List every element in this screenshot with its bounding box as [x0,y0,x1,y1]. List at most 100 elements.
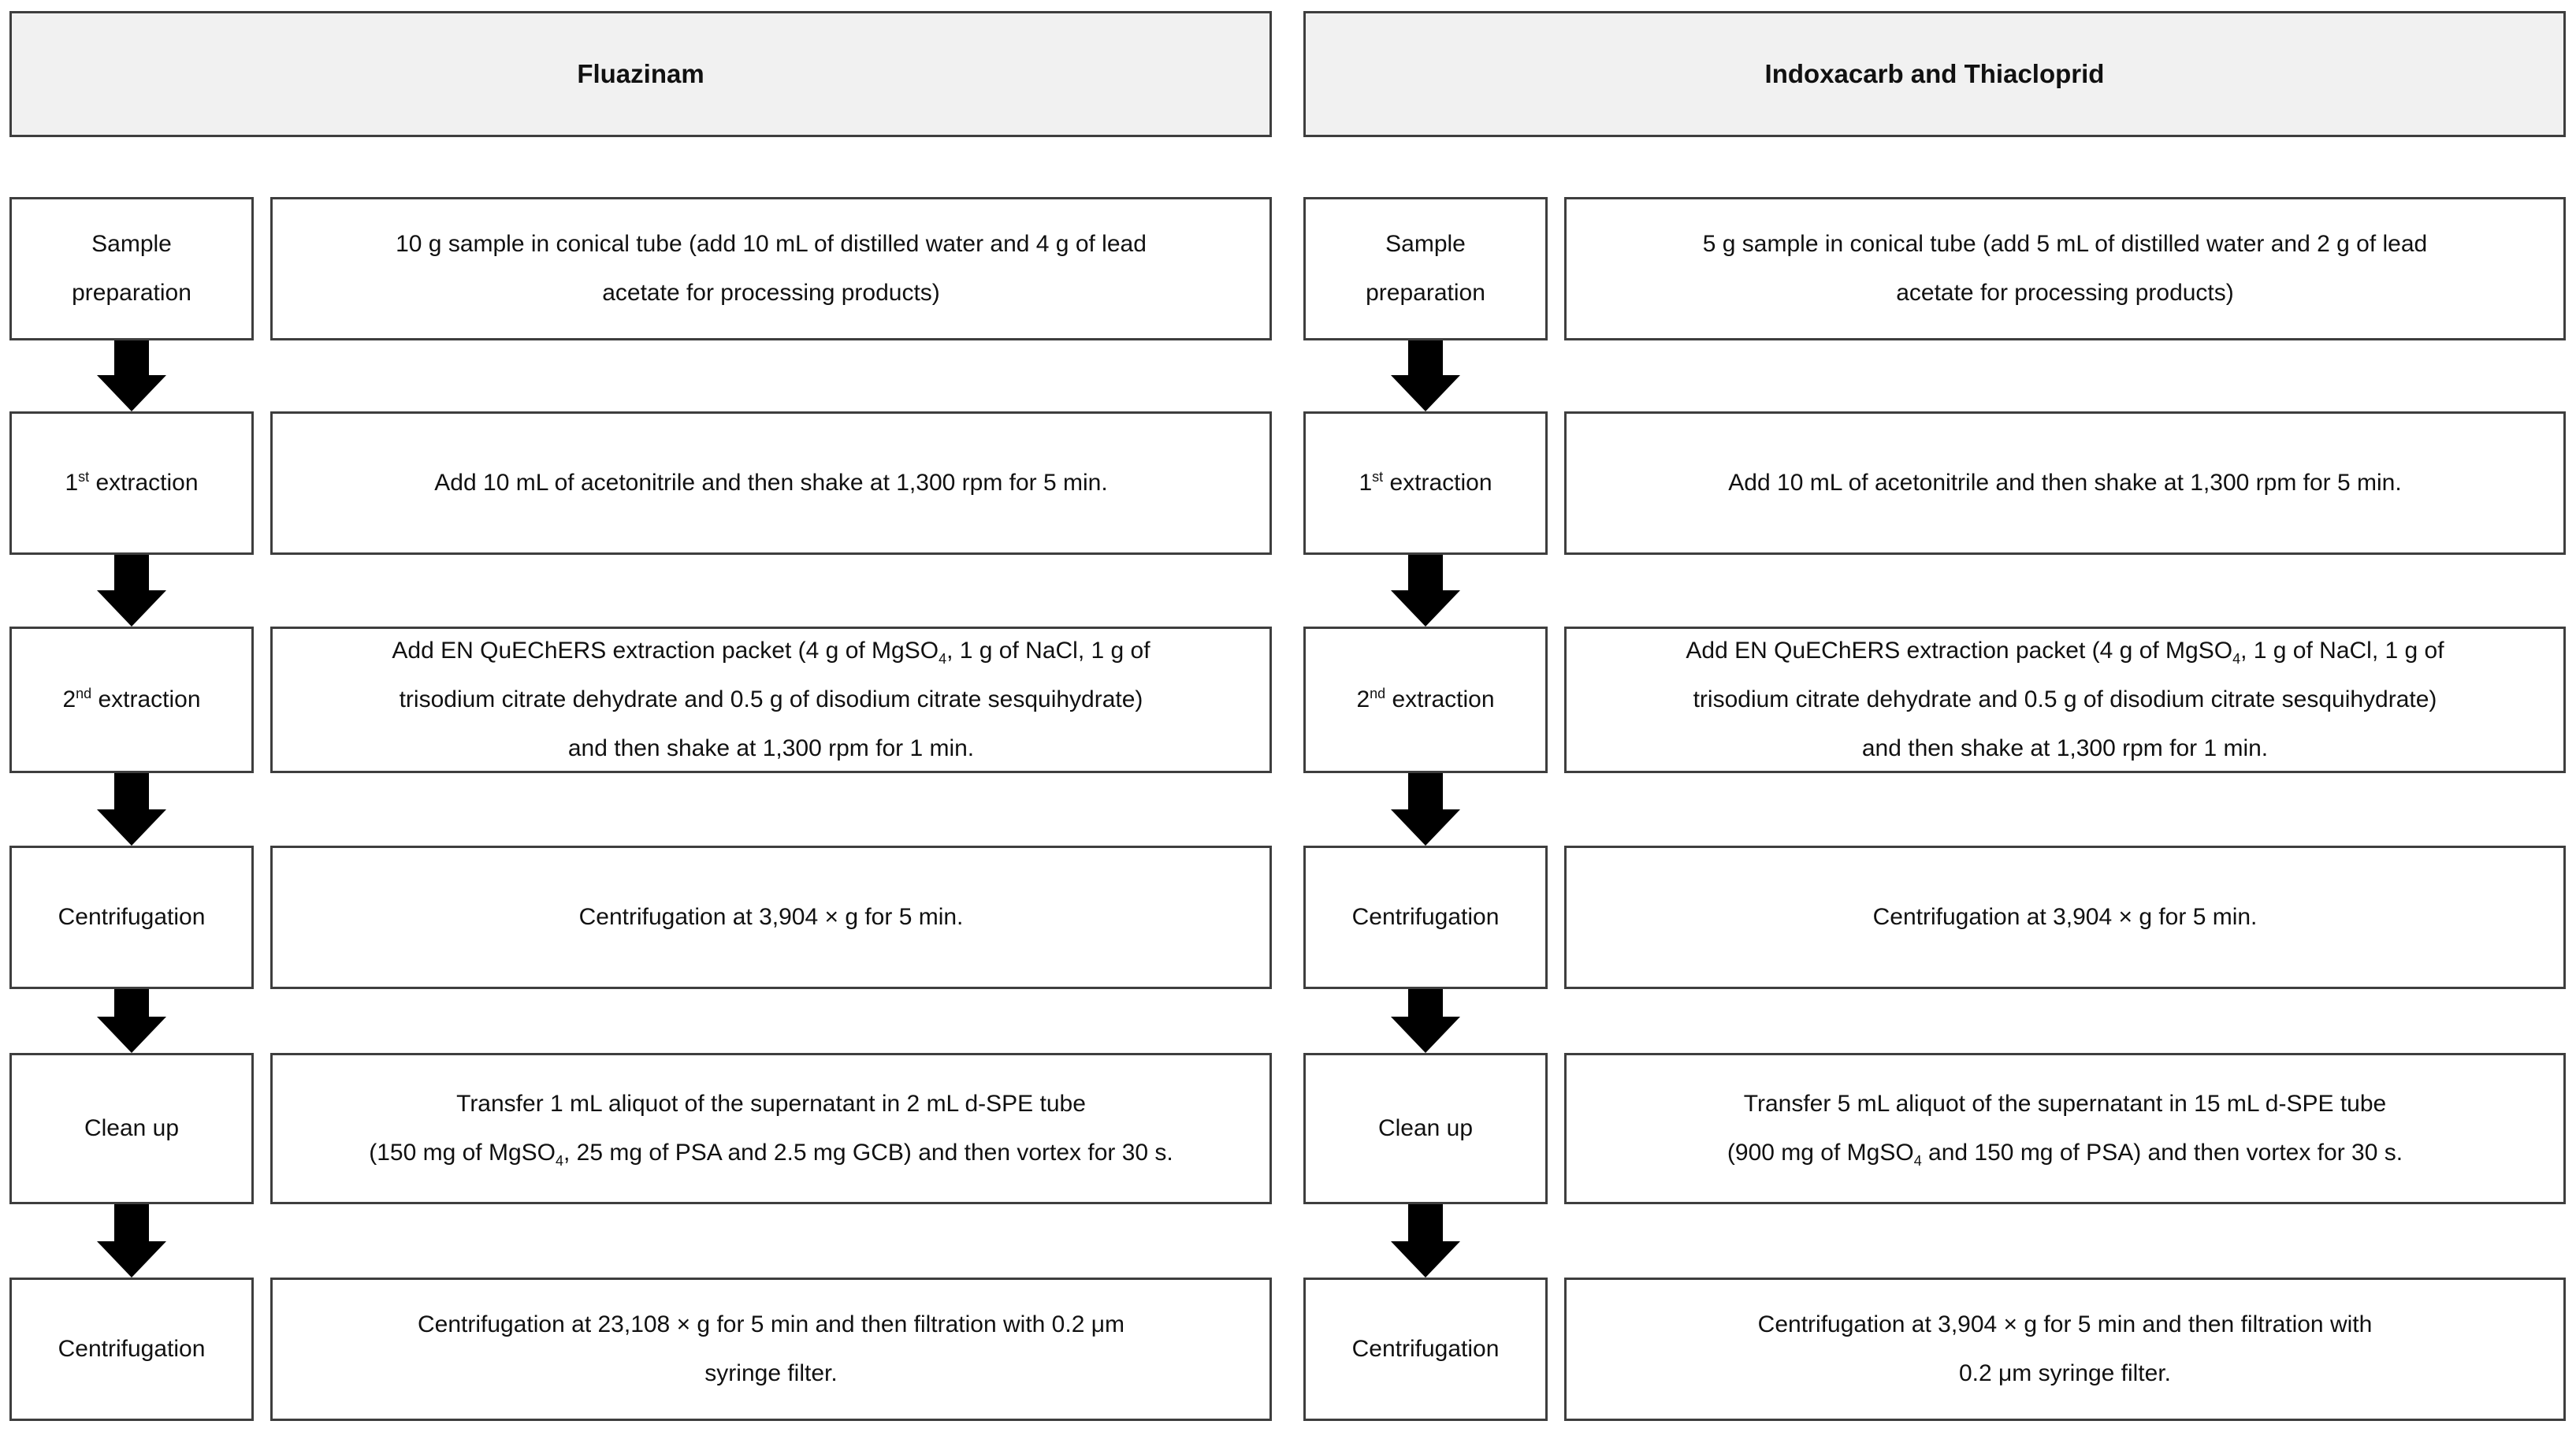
arrow-cell [9,555,1272,627]
step-label-box: Centrifugation [9,846,254,989]
arrow-head [1391,809,1460,846]
step-row-clean-up: Clean up Transfer 5 mL aliquot of the su… [1303,1053,2566,1204]
step-description-box: Centrifugation at 3,904 × g for 5 min. [1564,846,2566,989]
step-label-box: 1st extraction [9,411,254,555]
step-label: Centrifugation [1351,1336,1500,1362]
step-description: Add EN QuEChERS extraction packet (4 g o… [1686,638,2444,761]
step-row-sample-preparation: Sample preparation 5 g sample in conical… [1303,197,2566,340]
arrow-head [1391,1017,1460,1053]
step-description-box: Add 10 mL of acetonitrile and then shake… [270,411,1272,555]
arrow-cell [1303,1204,2566,1278]
step-description: 10 g sample in conical tube (add 10 mL o… [396,231,1147,306]
column-indoxacarb-thiacloprid: Indoxacarb and Thiacloprid Sample prepar… [1303,11,2566,1421]
step-label-box: Sample preparation [9,197,254,340]
arrow-stem [1408,340,1443,375]
down-arrow-icon [97,773,166,846]
step-description: Centrifugation at 23,108 × g for 5 min a… [418,1311,1124,1386]
down-arrow-icon [1391,340,1460,411]
step-row-first-extraction: 1st extraction Add 10 mL of acetonitrile… [1303,411,2566,555]
arrow-head [97,1017,166,1053]
arrow-cell [1303,555,2566,627]
column-fluazinam: Fluazinam Sample preparation 10 g sample… [9,11,1272,1421]
step-description: Add 10 mL of acetonitrile and then shake… [1728,470,2402,496]
step-label-box: 2nd extraction [9,627,254,773]
arrow-head [1391,375,1460,411]
arrow-stem [114,1204,149,1241]
step-row-centrifugation: Centrifugation Centrifugation at 3,904 ×… [1303,846,2566,989]
step-description-box: Centrifugation at 3,904 × g for 5 min an… [1564,1278,2566,1421]
step-description: Centrifugation at 3,904 × g for 5 min. [1872,904,2258,930]
step-description: Transfer 1 mL aliquot of the supernatant… [369,1091,1173,1169]
step-label-box: Sample preparation [1303,197,1548,340]
step-label: Centrifugation [58,1336,206,1362]
down-arrow-icon [1391,1204,1460,1278]
step-description-box: Centrifugation at 3,904 × g for 5 min. [270,846,1272,989]
step-description: Centrifugation at 3,904 × g for 5 min an… [1757,1311,2373,1386]
step-description-box: Centrifugation at 23,108 × g for 5 min a… [270,1278,1272,1421]
step-row-centrifugation-final: Centrifugation Centrifugation at 23,108 … [9,1278,1272,1421]
step-description: Transfer 5 mL aliquot of the supernatant… [1727,1091,2403,1169]
step-row-second-extraction: 2nd extraction Add EN QuEChERS extractio… [1303,627,2566,773]
step-row-centrifugation: Centrifugation Centrifugation at 3,904 ×… [9,846,1272,989]
arrow-head [97,590,166,627]
step-description-box: Add EN QuEChERS extraction packet (4 g o… [270,627,1272,773]
arrow-head [1391,1241,1460,1278]
arrow-cell [1303,773,2566,846]
step-label: 1st extraction [65,469,199,496]
step-description-box: Add 10 mL of acetonitrile and then shake… [1564,411,2566,555]
arrow-cell [1303,989,2566,1053]
down-arrow-icon [1391,773,1460,846]
column-header-box: Indoxacarb and Thiacloprid [1303,11,2566,137]
arrow-stem [114,773,149,809]
down-arrow-icon [97,1204,166,1278]
step-label-box: 1st extraction [1303,411,1548,555]
down-arrow-icon [97,555,166,627]
step-label: Clean up [1377,1115,1474,1141]
arrow-head [1391,590,1460,627]
step-label: Clean up [84,1115,180,1141]
arrow-cell [9,773,1272,846]
arrow-head [97,1241,166,1278]
down-arrow-icon [1391,555,1460,627]
arrow-cell [1303,340,2566,411]
step-label-box: 2nd extraction [1303,627,1548,773]
column-title: Fluazinam [577,59,704,88]
step-row-sample-preparation: Sample preparation 10 g sample in conica… [9,197,1272,340]
column-title: Indoxacarb and Thiacloprid [1764,59,2105,88]
down-arrow-icon [1391,989,1460,1053]
step-label-box: Centrifugation [9,1278,254,1421]
arrow-stem [1408,773,1443,809]
arrow-stem [1408,1204,1443,1241]
step-label: Centrifugation [58,904,206,930]
step-label: 2nd extraction [1356,686,1495,712]
column-header-box: Fluazinam [9,11,1272,137]
step-label: 1st extraction [1359,469,1492,496]
arrow-cell [9,340,1272,411]
arrow-stem [1408,989,1443,1017]
step-label: Sample preparation [1366,231,1485,306]
step-label: 2nd extraction [62,686,201,712]
arrow-stem [1408,555,1443,590]
step-description-box: Add EN QuEChERS extraction packet (4 g o… [1564,627,2566,773]
step-label-box: Centrifugation [1303,1278,1548,1421]
step-description: Add EN QuEChERS extraction packet (4 g o… [392,638,1150,761]
step-row-centrifugation-final: Centrifugation Centrifugation at 3,904 ×… [1303,1278,2566,1421]
arrow-cell [9,1204,1272,1278]
step-description: 5 g sample in conical tube (add 5 mL of … [1702,231,2428,306]
step-description: Centrifugation at 3,904 × g for 5 min. [578,904,964,930]
arrow-head [97,809,166,846]
down-arrow-icon [97,340,166,411]
arrow-stem [114,340,149,375]
step-row-first-extraction: 1st extraction Add 10 mL of acetonitrile… [9,411,1272,555]
down-arrow-icon [97,989,166,1053]
step-row-clean-up: Clean up Transfer 1 mL aliquot of the su… [9,1053,1272,1204]
step-label-box: Clean up [1303,1053,1548,1204]
step-label: Centrifugation [1351,904,1500,930]
arrow-stem [114,989,149,1017]
step-description: Add 10 mL of acetonitrile and then shake… [434,470,1108,496]
step-description-box: Transfer 1 mL aliquot of the supernatant… [270,1053,1272,1204]
step-label: Sample preparation [72,231,191,306]
step-description-box: 5 g sample in conical tube (add 5 mL of … [1564,197,2566,340]
step-label-box: Centrifugation [1303,846,1548,989]
